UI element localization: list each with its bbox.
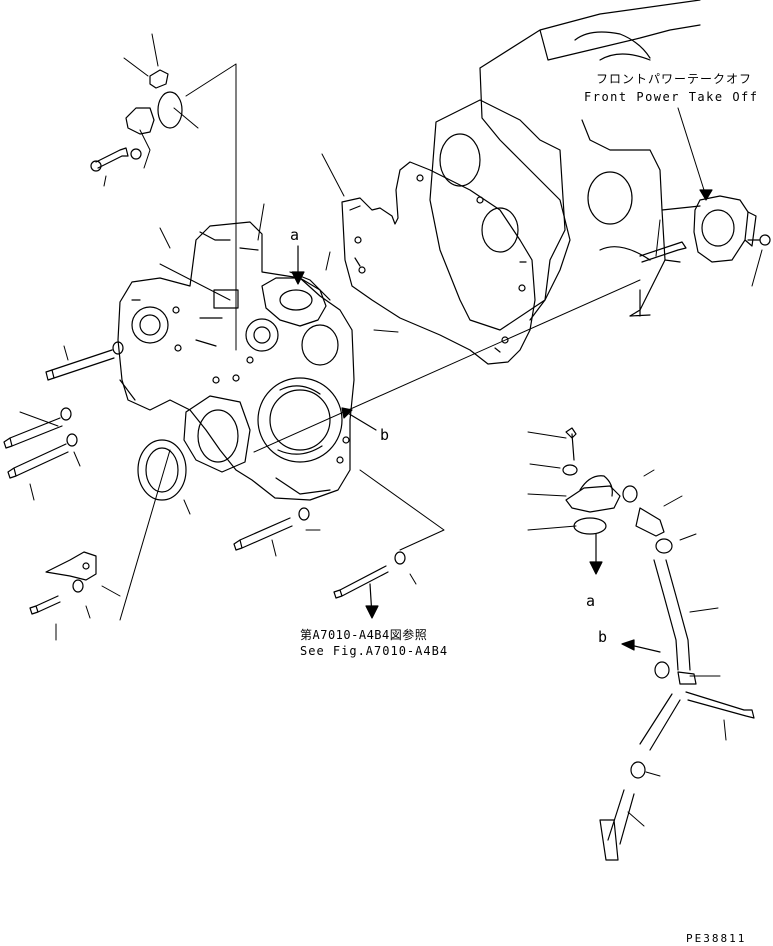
front-power-take-off [693,195,771,263]
callout-b-bottom: b [598,628,608,646]
left-bolts [3,341,124,615]
reference-label-jp: 第A7010-A4B4図参照 [300,628,428,642]
seal-housing [183,395,251,473]
callout-a-top: a [290,226,300,244]
callout-a-bottom: a [586,592,596,610]
arrows [291,189,713,653]
water-outlet [261,277,327,327]
leader-lines [19,33,763,827]
front-power-take-off-label-en: Front Power Take Off [584,90,759,104]
lower-bolts [233,507,406,599]
front-power-take-off-label-jp: フロントパワーテークオフ [596,72,753,86]
gasket [341,161,536,365]
reference-label-en: See Fig.A7010-A4B4 [300,644,449,658]
engine-block [479,0,701,321]
bolt-block-right [639,241,687,263]
callout-b-right: b [380,426,390,444]
bracket [45,551,97,581]
oil-seal [137,439,187,501]
figure-code: PE38811 [686,932,747,945]
top-small-parts [90,69,183,172]
timing-gear-case [117,221,355,501]
hose-assembly [562,427,755,861]
front-plate [429,99,566,331]
